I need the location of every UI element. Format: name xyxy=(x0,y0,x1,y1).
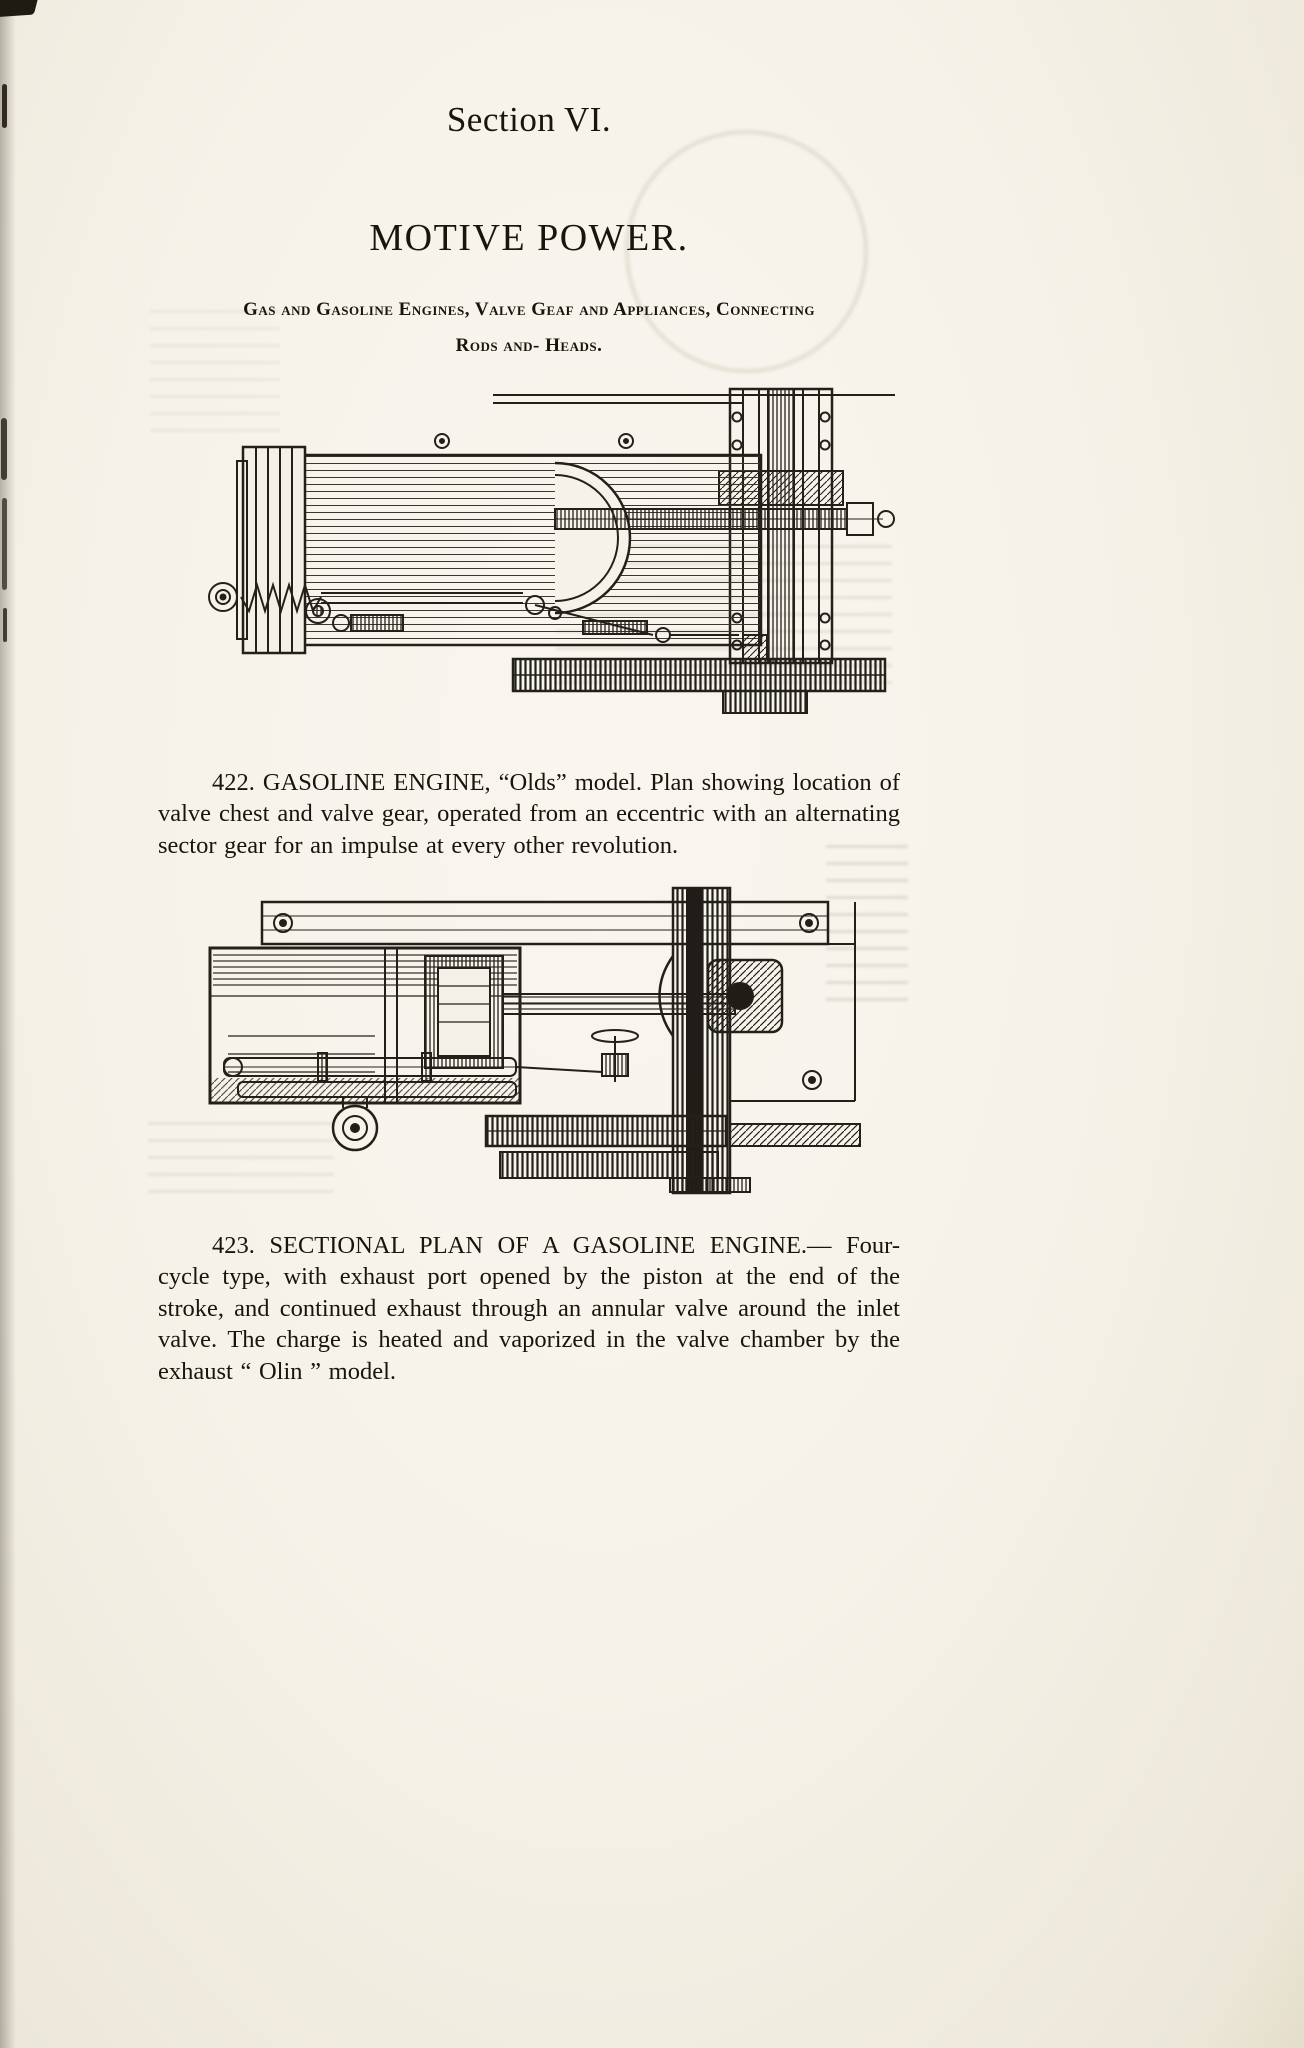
page-title: MOTIVE POWER. xyxy=(369,217,689,259)
bed-plate xyxy=(260,900,856,1102)
figure-423-illustration xyxy=(200,886,900,1206)
subtitle-line-1: Gas and Gasoline Engines, Valve Geaf and… xyxy=(243,299,815,320)
valve-and-exhaust-pipes xyxy=(223,1029,639,1152)
sector-gear-rack xyxy=(511,634,887,714)
page-content: Section VI. MOTIVE POWER. Gas and Gasoli… xyxy=(158,0,900,2048)
water-jacket-cylinder xyxy=(208,946,522,1105)
scan-mark xyxy=(2,84,7,128)
engine-section-drawing xyxy=(208,886,861,1195)
subtitle-line-2: Rods and- Heads. xyxy=(455,335,603,356)
binding-shadow xyxy=(0,0,16,2048)
scan-mark xyxy=(3,608,7,642)
scan-mark xyxy=(1,418,7,480)
cylinder-body xyxy=(236,433,895,655)
engine-plan-drawing xyxy=(208,387,895,714)
chapter-subtitle: Gas and Gasoline Engines, Valve Geaf and… xyxy=(158,292,900,364)
figure-422-caption: 422. GASOLINE ENGINE, “Olds” model. Plan… xyxy=(158,768,900,859)
scan-mark xyxy=(0,0,39,18)
scan-mark xyxy=(2,498,7,590)
figure-423-caption: 423. SECTIONAL PLAN OF A GASOLINE ENGINE… xyxy=(158,1231,900,1385)
figure-422-illustration xyxy=(183,383,918,733)
valve-gear-linkage xyxy=(208,581,739,643)
section-heading: Section VI. xyxy=(446,100,612,139)
flywheel-gear-rack xyxy=(484,1114,861,1193)
